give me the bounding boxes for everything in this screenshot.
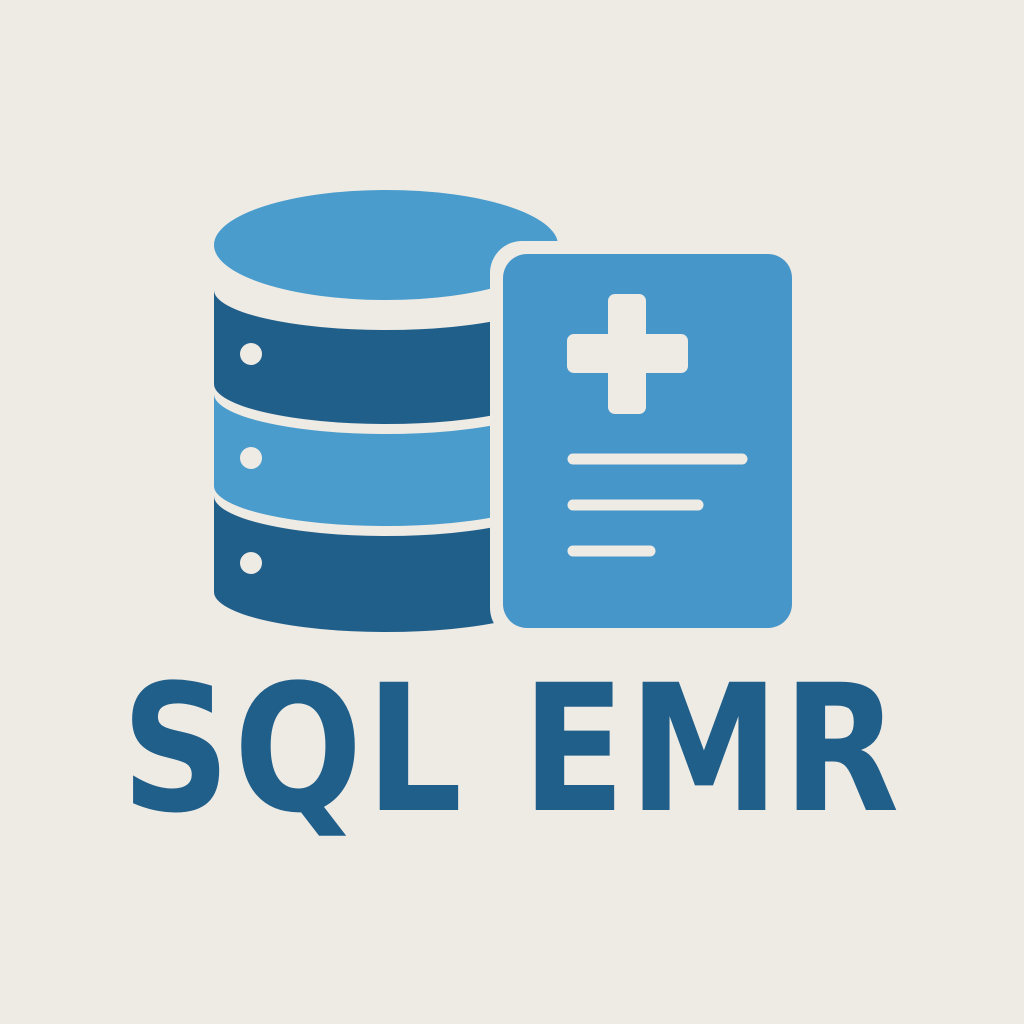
logo-title: SQL EMR xyxy=(121,647,903,852)
database-bottom-band xyxy=(214,496,558,632)
database-indicator-dot xyxy=(240,552,262,574)
database-middle-band xyxy=(214,394,558,526)
medical-cross-icon xyxy=(567,294,688,414)
database-top-cap xyxy=(214,190,558,300)
medical-record-icon xyxy=(490,241,805,640)
database-indicator-dot xyxy=(240,343,262,365)
database-top-band xyxy=(214,290,558,424)
database-icon xyxy=(214,190,558,632)
document-body xyxy=(503,254,792,628)
database-indicator-dot xyxy=(240,447,262,469)
